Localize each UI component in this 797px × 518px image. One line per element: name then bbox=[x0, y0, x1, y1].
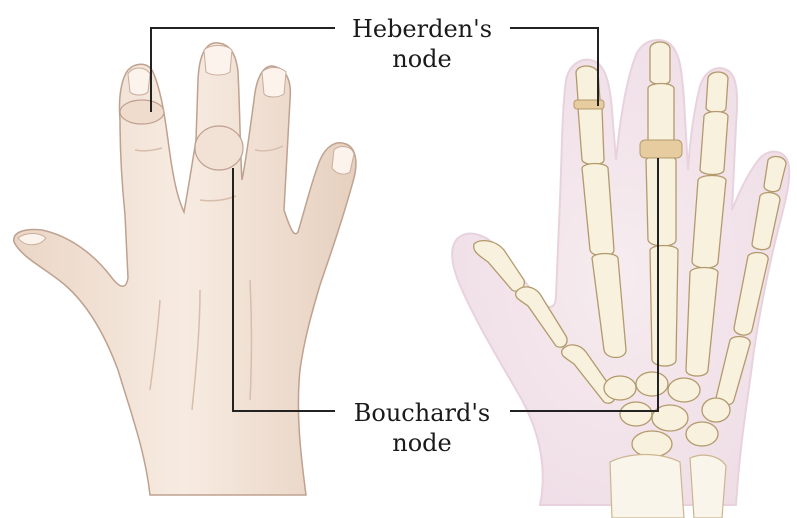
bouchard-node-swelling bbox=[195, 126, 243, 170]
middle-nail bbox=[204, 46, 232, 76]
index-nail bbox=[128, 68, 150, 95]
external-hand bbox=[14, 43, 356, 495]
heberden-node-marker bbox=[574, 100, 604, 109]
heberden-leader-left bbox=[151, 28, 335, 112]
middle-finger-bones bbox=[646, 42, 678, 366]
bouchard-label-line1: Bouchard's bbox=[338, 398, 506, 428]
hand-skin bbox=[14, 43, 356, 495]
bouchard-node-marker bbox=[640, 140, 682, 158]
heberden-label-line2: node bbox=[338, 44, 506, 74]
heberden-node-swelling bbox=[120, 100, 164, 124]
little-nail bbox=[332, 147, 354, 175]
forearm-bones bbox=[610, 455, 726, 518]
bouchard-node-label: Bouchard's node bbox=[338, 398, 506, 458]
heberden-label-line1: Heberden's bbox=[338, 14, 506, 44]
bouchard-label-line2: node bbox=[338, 428, 506, 458]
ring-nail bbox=[262, 68, 286, 98]
heberden-node-label: Heberden's node bbox=[338, 14, 506, 74]
